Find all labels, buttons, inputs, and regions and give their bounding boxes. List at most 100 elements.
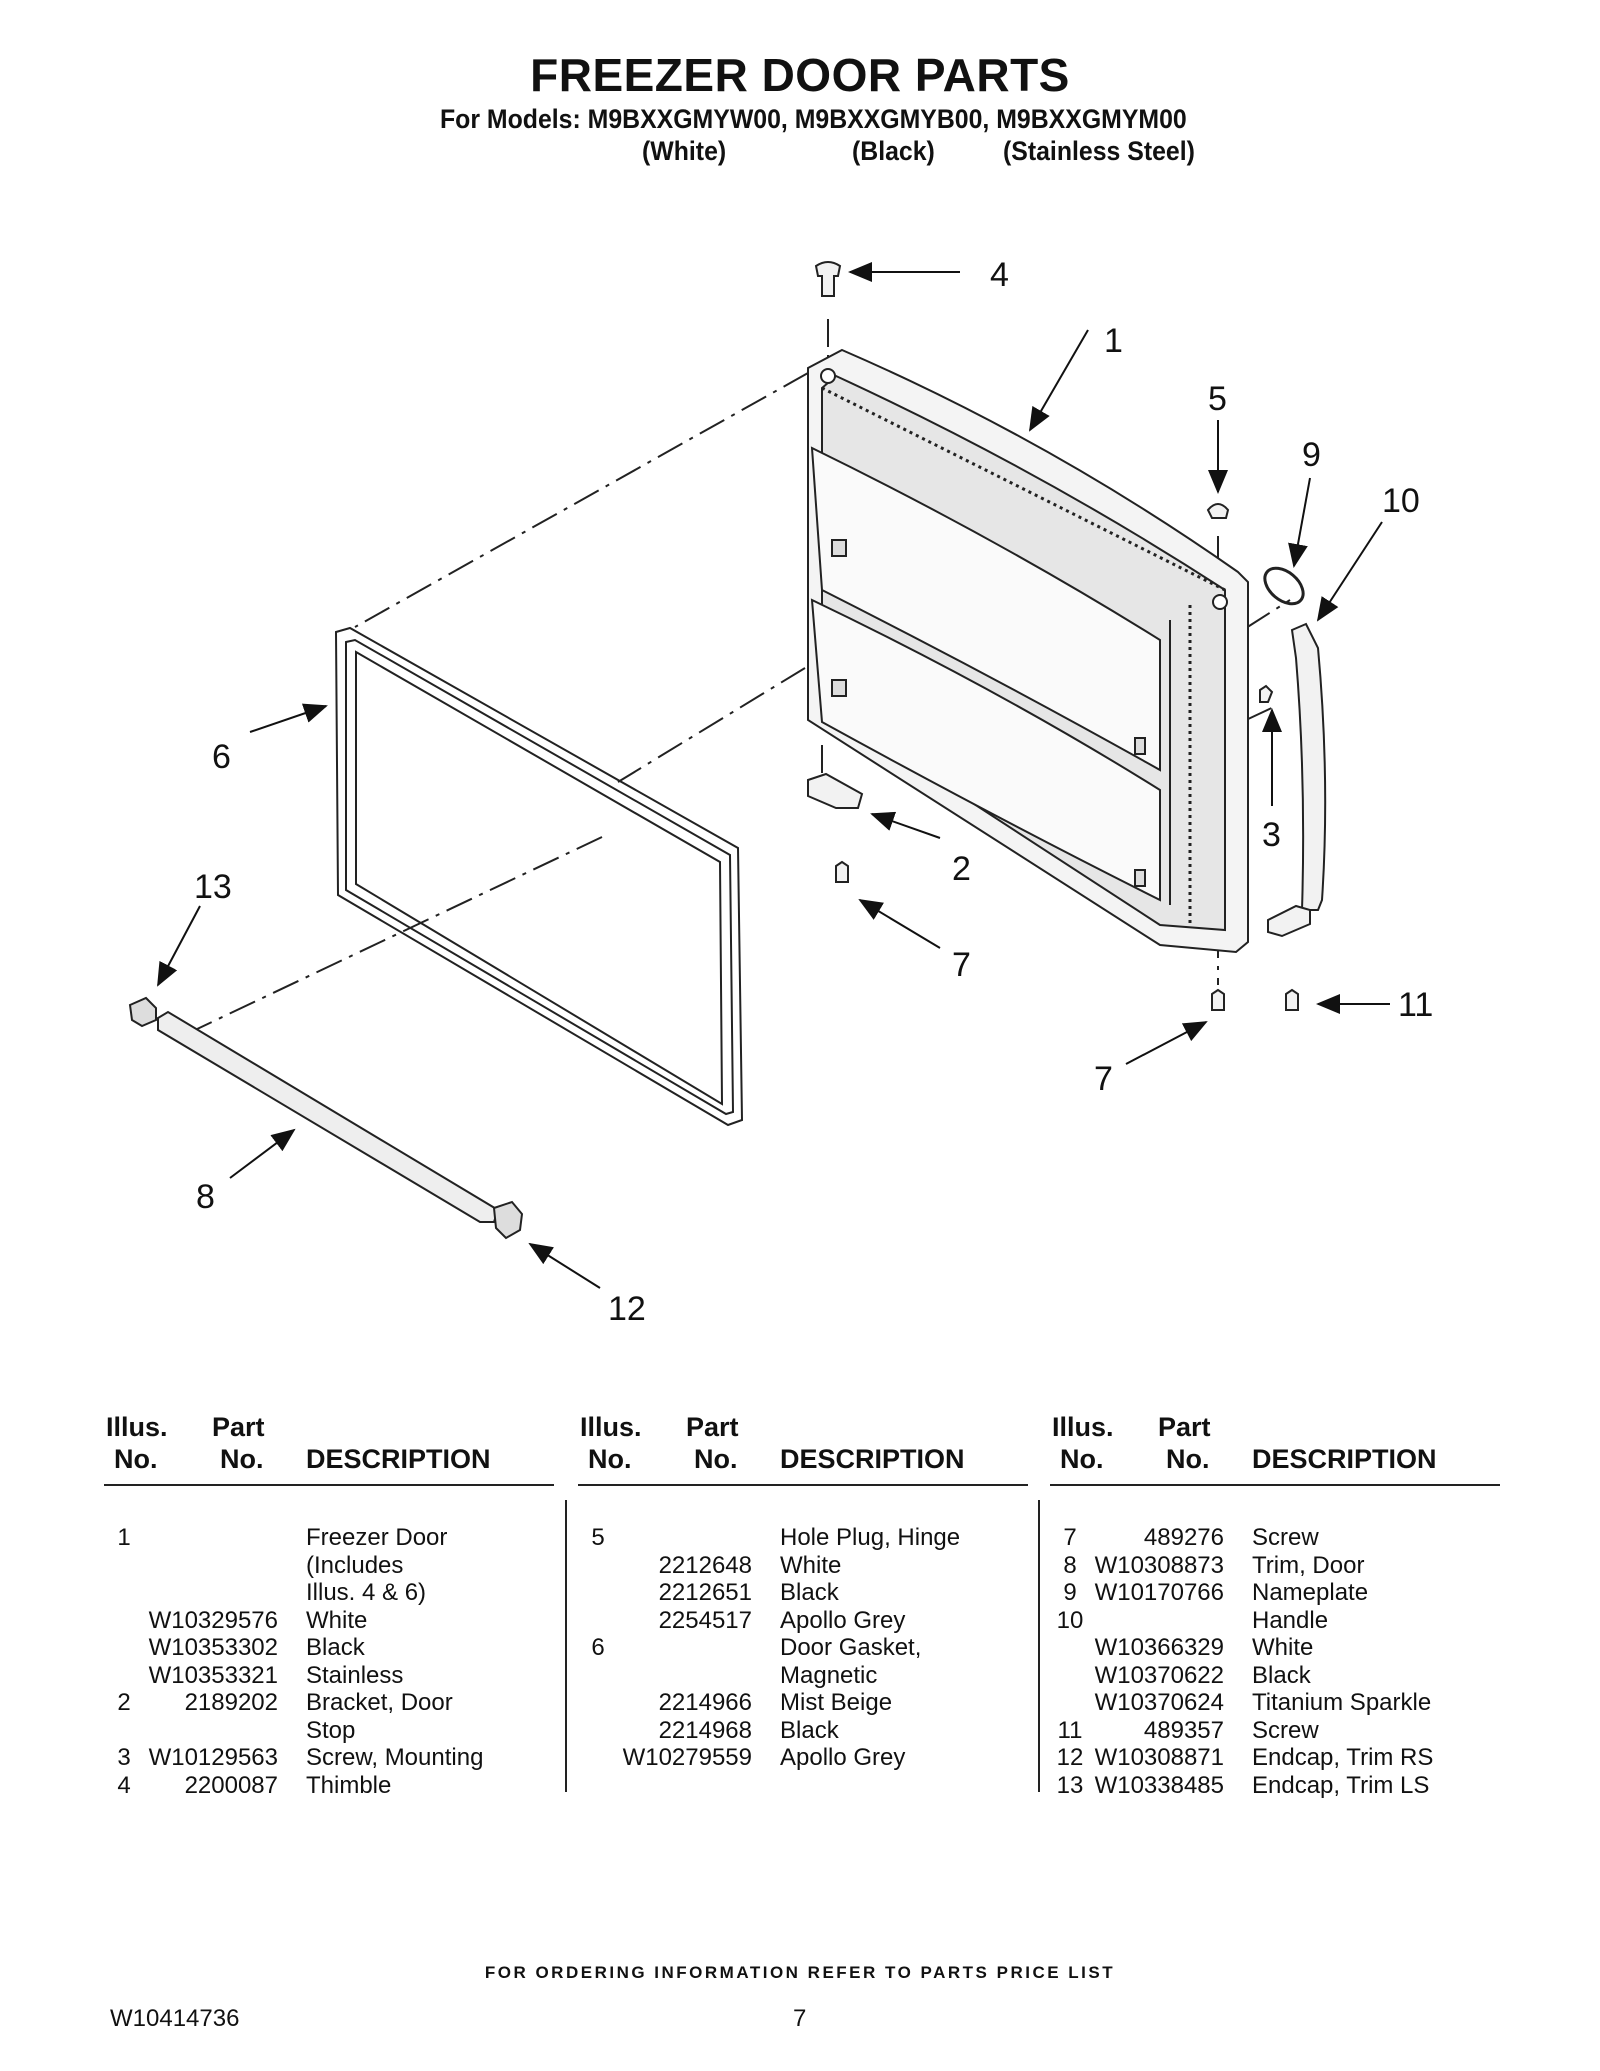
column-header: Illus. No. Part No. DESCRIPTION [104,1412,554,1480]
part-number: W10170766 [1094,1579,1224,1606]
callout-3: 3 [1262,816,1281,854]
header-illus-no: No. [114,1444,158,1474]
header-part: Part [686,1412,739,1442]
part-description: White [306,1606,368,1634]
part-description: Titanium Sparkle [1252,1689,1432,1716]
freezer-door [807,348,1249,954]
table-row: Magnetic [578,1662,1028,1690]
part-number: W10308871 [1094,1744,1224,1771]
part-description: Magnetic [780,1661,878,1689]
table-row: Illus. 4 & 6) [104,1579,554,1607]
illus-number: 6 [591,1634,605,1661]
part-description: White [1252,1634,1314,1661]
part-description: (Includes [306,1551,404,1579]
header-rule [578,1484,1028,1486]
part-description: Black [780,1716,839,1744]
header-illus-no: No. [588,1444,632,1474]
part-description: Black [306,1634,365,1661]
part-number: 2212648 [658,1551,752,1579]
header-part-no: No. [1166,1444,1210,1474]
header-description: DESCRIPTION [1252,1444,1437,1474]
part-description: Stainless [306,1661,404,1689]
illus-number: 2 [117,1689,131,1716]
header-part: Part [212,1412,265,1442]
table-row: W10329576 White [104,1607,554,1635]
page-number: 7 [793,2005,807,2032]
page-title: FREEZER DOOR PARTS [530,49,1070,101]
header-description: DESCRIPTION [780,1444,965,1474]
part-description: Trim, Door [1252,1551,1365,1579]
callout-1: 1 [1104,322,1123,360]
callout-6: 6 [212,738,231,776]
column-header: Illus. No. Part No. DESCRIPTION [1050,1412,1500,1480]
part-description: Nameplate [1252,1579,1369,1606]
callout-2: 2 [952,850,971,888]
part-number: 2189202 [184,1689,278,1716]
part-number: W10329576 [148,1606,278,1634]
models-line: For Models: M9BXXGMYW00, M9BXXGMYB00, M9… [440,104,1187,134]
part-description: Screw [1252,1524,1319,1551]
part-description: Endcap, Trim RS [1252,1744,1434,1771]
illus-number: 9 [1063,1579,1077,1606]
part-number: 2200087 [184,1771,278,1799]
illus-number: 10 [1056,1606,1084,1634]
part-description: Screw, Mounting [306,1744,484,1771]
door-trim [128,996,524,1240]
callout-9: 9 [1302,436,1321,474]
part-description: Freezer Door [306,1524,448,1551]
callout-13: 13 [194,868,232,906]
illus-number: 5 [591,1524,605,1551]
illus-number: 3 [117,1744,131,1771]
callout-8: 8 [196,1178,215,1216]
callout-4: 4 [990,256,1009,294]
part-description: Illus. 4 & 6) [306,1579,427,1606]
callout-labels: 4 1 5 9 10 6 3 2 13 7 11 7 8 12 [194,256,1433,1328]
header-illus-no: No. [1060,1444,1104,1474]
part-number: W10366329 [1094,1634,1224,1661]
illus-number: 12 [1056,1744,1084,1771]
column-header: Illus. No. Part No. DESCRIPTION [578,1412,1028,1480]
header-description: DESCRIPTION [306,1444,491,1474]
part-description: Black [780,1579,839,1606]
exploded-parts-diagram: 4 1 5 9 10 6 3 2 13 7 11 7 8 12 [128,256,1433,1328]
part-description: Thimble [306,1771,392,1799]
door-gasket [334,626,744,1127]
part-description: Black [1252,1661,1311,1689]
table-row: W10366329 White [1050,1634,1500,1662]
part-number: 2214968 [658,1716,752,1744]
column-divider [565,1500,567,1792]
part-number: 489357 [1143,1716,1224,1744]
header-illus: Illus. [580,1412,642,1442]
header-part: Part [1158,1412,1211,1442]
header-part-no: No. [694,1444,738,1474]
header-part-no: No. [220,1444,264,1474]
document-number: W10414736 [110,2005,240,2032]
part-number: 489276 [1143,1524,1224,1551]
callout-12: 12 [608,1290,646,1328]
part-description: Apollo Grey [780,1744,906,1771]
table-row: 12 W10308871 Endcap, Trim RS [1050,1744,1500,1772]
part-description: Endcap, Trim LS [1252,1771,1430,1799]
part-number: W10353302 [148,1634,278,1661]
part-description: Screw [1252,1716,1319,1744]
small-parts [807,261,1327,1011]
variant-black: (Black) [852,136,935,166]
callout-7-upper: 7 [952,946,971,984]
